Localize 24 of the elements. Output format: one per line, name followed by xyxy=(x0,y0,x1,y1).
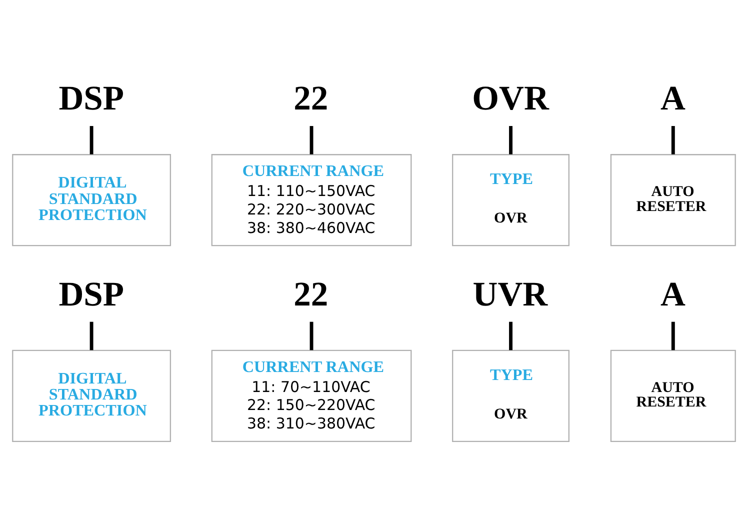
node-text: A xyxy=(660,275,686,314)
connector xyxy=(509,322,512,350)
node-text: DSP xyxy=(58,275,124,314)
node-text: 22 xyxy=(294,275,328,314)
node-box: DIGITAL STANDARD PROTECTION xyxy=(12,350,171,442)
node-text: UVR xyxy=(472,275,548,314)
node-text: A xyxy=(660,80,686,118)
node-box: TYPE OVR xyxy=(452,154,570,246)
node-box: CURRENT RANGE 11: 110~150VAC 22: 220~300VAC 38: 380~460VAC xyxy=(211,154,412,246)
node-text: DSP xyxy=(58,80,124,118)
connector xyxy=(671,322,675,350)
node-text: 22 xyxy=(294,80,328,118)
node-box: DIGITAL STANDARD PROTECTION xyxy=(12,154,171,246)
connector xyxy=(671,126,675,154)
connector xyxy=(90,322,94,350)
node-text: OVR xyxy=(472,80,549,118)
connector xyxy=(310,126,314,154)
node-box: TYPE OVR xyxy=(452,350,570,442)
node-box: AUTO RESETER xyxy=(610,350,736,442)
connector xyxy=(509,126,512,154)
connector xyxy=(310,322,314,350)
node-box: CURRENT RANGE 11: 70~110VAC 22: 150~220VAC 38: 310~380VAC xyxy=(211,350,412,442)
node-box: AUTO RESETER xyxy=(610,154,736,246)
connector xyxy=(90,126,94,154)
